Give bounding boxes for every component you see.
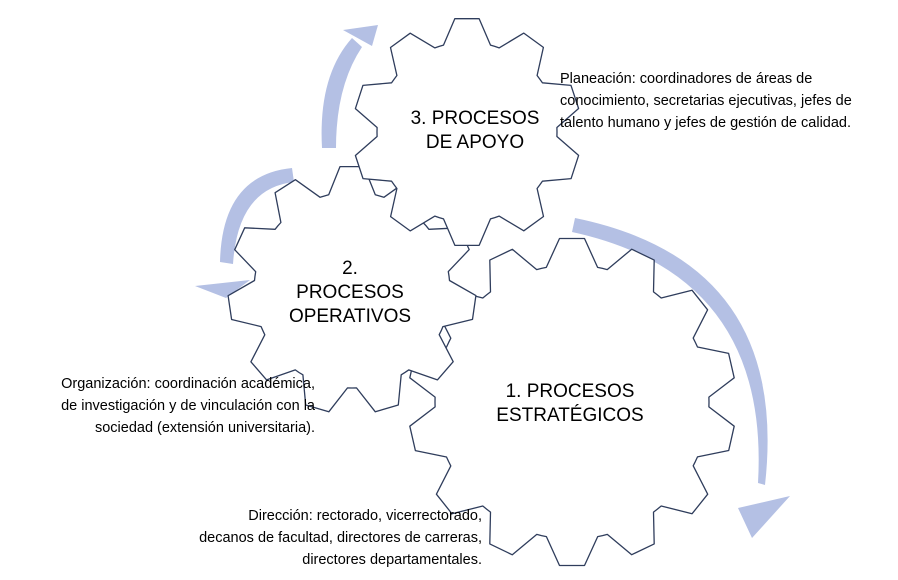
caption-line: decanos de facultad, directores de carre… [199,530,482,546]
gear-estrategicos [409,237,735,567]
gear-label-line: ESTRATÉGICOS [496,405,644,426]
gear-label-operativos: 2. PROCESOS OPERATIVOS [250,257,450,329]
caption-line: directores departamentales. [302,552,482,568]
caption-line: Dirección: rectorado, vicerrectorado, [248,508,482,524]
cycle-arrow-top [321,25,378,148]
caption-direccion: Dirección: rectorado, vicerrectorado, de… [160,505,482,571]
cycle-arrow-left [195,168,294,298]
gear-label-line: OPERATIVOS [288,306,412,327]
caption-line: conocimiento, secretarias ejecutivas, je… [560,93,852,109]
gear-label-apoyo: 3. PROCESOS DE APOYO [375,107,575,155]
caption-planeacion: Planeación: coordinadores de áreas de co… [560,68,890,134]
caption-organizacion: Organización: coordinación académica, de… [5,373,315,439]
gear-label-estrategicos: 1. PROCESOS ESTRATÉGICOS [470,380,670,428]
caption-line: sociedad (extensión universitaria). [94,420,315,436]
gear-label-line: 1. PROCESOS [505,381,635,402]
caption-line: de investigación y de vinculación con la [61,398,315,414]
gear-label-line: 3. PROCESOS [410,108,540,129]
cycle-arrow-right [572,218,790,538]
gear-label-line: DE APOYO [425,132,525,153]
caption-line: Planeación: coordinadores de áreas de [560,71,813,87]
caption-line: Organización: coordinación académica, [61,376,315,392]
gear-label-line: 2. [342,258,358,279]
caption-line: talento humano y jefes de gestión de cal… [560,115,852,131]
gear-label-line: PROCESOS [296,282,404,303]
gear-apoyo [354,17,580,247]
